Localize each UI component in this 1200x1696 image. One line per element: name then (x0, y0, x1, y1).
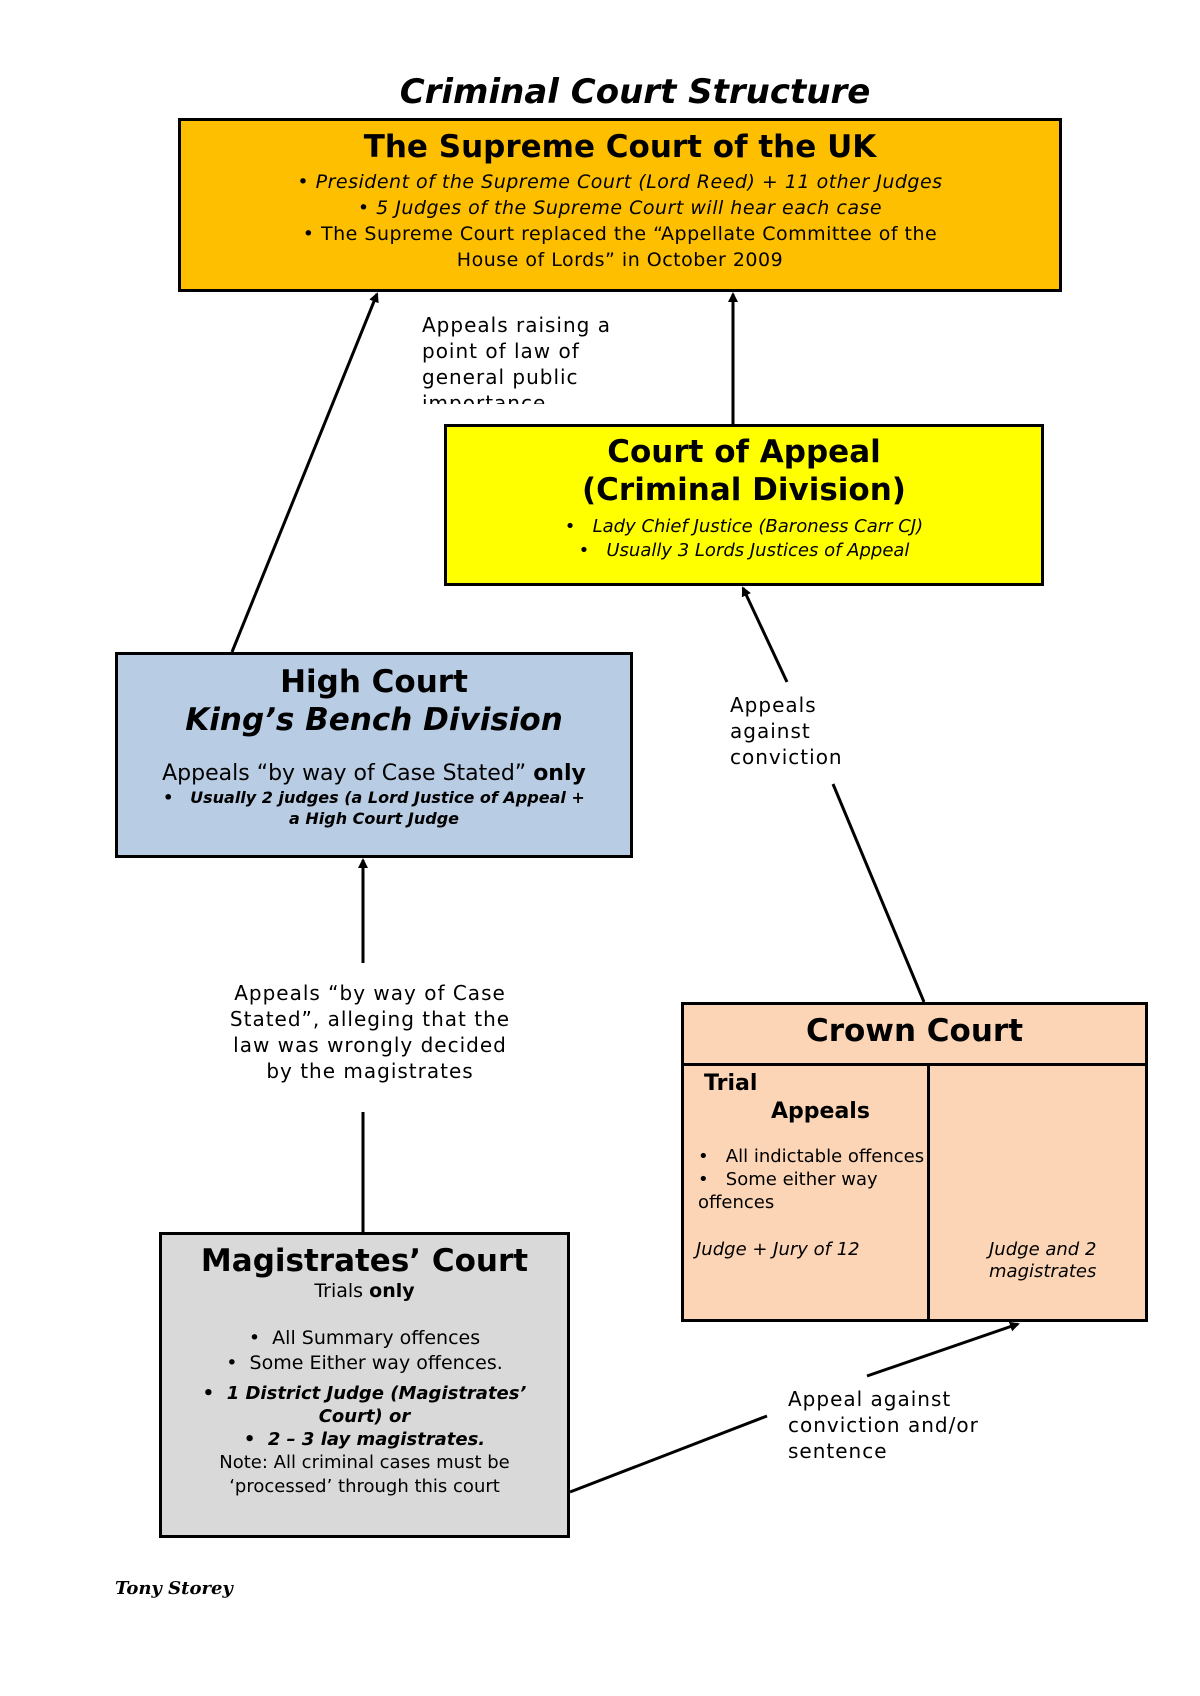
supreme-bullet-3-cont: House of Lords” in October 2009 (456, 249, 784, 271)
author-credit: Tony Storey (115, 1578, 233, 1599)
label-to-supreme: Appeals raising a point of law of genera… (422, 313, 611, 404)
court-of-appeal-title: Court of Appeal(Criminal Division) (582, 434, 906, 508)
magistrates-subtitle: Trials only (314, 1280, 415, 1302)
crown-court-title: Crown Court (684, 1005, 1145, 1066)
crown-appeals-bench: Judge and 2 magistrates (989, 1239, 1097, 1282)
supreme-court-box: The Supreme Court of the UK • President … (178, 118, 1062, 292)
magistrates-judges-1: • 1 District Judge (Magistrates’ (202, 1383, 527, 1404)
magistrates-court-box: Magistrates’ Court Trials only • All Sum… (159, 1232, 570, 1538)
magistrates-note-2: ‘processed’ through this court (229, 1476, 500, 1497)
appeal-bullet-1: • Lady Chief Justice (Baroness Carr CJ) (564, 516, 924, 537)
supreme-bullet-3: • The Supreme Court replaced the “Appell… (302, 223, 938, 245)
crown-trial-bullets: • All indictable offences • Some either … (698, 1146, 925, 1213)
crown-appeals-label: Appeals (771, 1099, 870, 1124)
high-court-note: Appeals “by way of Case Stated” only (162, 761, 586, 786)
magistrates-court-title: Magistrates’ Court (200, 1243, 529, 1279)
high-court-division: King’s Bench Division (185, 702, 563, 738)
arrow-high-to-supreme (230, 292, 379, 653)
high-court-title: High Court (280, 664, 468, 700)
magistrates-judges-3: • 2 – 3 lay magistrates. (243, 1429, 486, 1450)
arrow-mag-to-crown (866, 1321, 1020, 1378)
magistrates-judges-2: Court) or (318, 1406, 411, 1427)
crown-court-box: Crown Court Trial Appeals • All indictab… (681, 1002, 1148, 1322)
magistrates-bullet-2: • Some Either way offences. (226, 1352, 503, 1374)
line-mag-to-crown-lower (569, 1414, 768, 1494)
magistrates-note-1: Note: All criminal cases must be (219, 1452, 510, 1473)
high-court-bullet: • Usually 2 judges (a Lord Justice of Ap… (163, 788, 585, 807)
arrow-crown-to-appeal (741, 586, 789, 683)
label-to-appeal: Appeals against conviction (730, 693, 843, 769)
supreme-bullet-2: • 5 Judges of the Supreme Court will hea… (357, 197, 883, 219)
supreme-court-title: The Supreme Court of the UK (363, 129, 877, 165)
line-crown-to-appeal-lower (831, 783, 926, 1003)
page-title: Criminal Court Structure (399, 72, 871, 112)
magistrates-bullet-1: • All Summary offences (248, 1327, 481, 1349)
label-to-crown: Appeal against conviction and/or sentenc… (788, 1387, 979, 1463)
appeal-bullet-2: • Usually 3 Lords Justices of Appeal (578, 540, 910, 561)
label-to-high: Appeals “by way of Case Stated”, allegin… (229, 981, 511, 1083)
crown-column-divider (927, 1063, 930, 1319)
crown-trial-label: Trial (704, 1071, 758, 1096)
supreme-bullet-1: • President of the Supreme Court (Lord R… (297, 171, 943, 193)
high-court-box: High Court King’s Bench Division Appeals… (115, 652, 633, 858)
court-of-appeal-box: Court of Appeal(Criminal Division) • Lad… (444, 424, 1044, 586)
high-court-bullet-cont: a High Court Judge (289, 809, 459, 828)
crown-trial-bench: Judge + Jury of 12 (696, 1239, 860, 1260)
